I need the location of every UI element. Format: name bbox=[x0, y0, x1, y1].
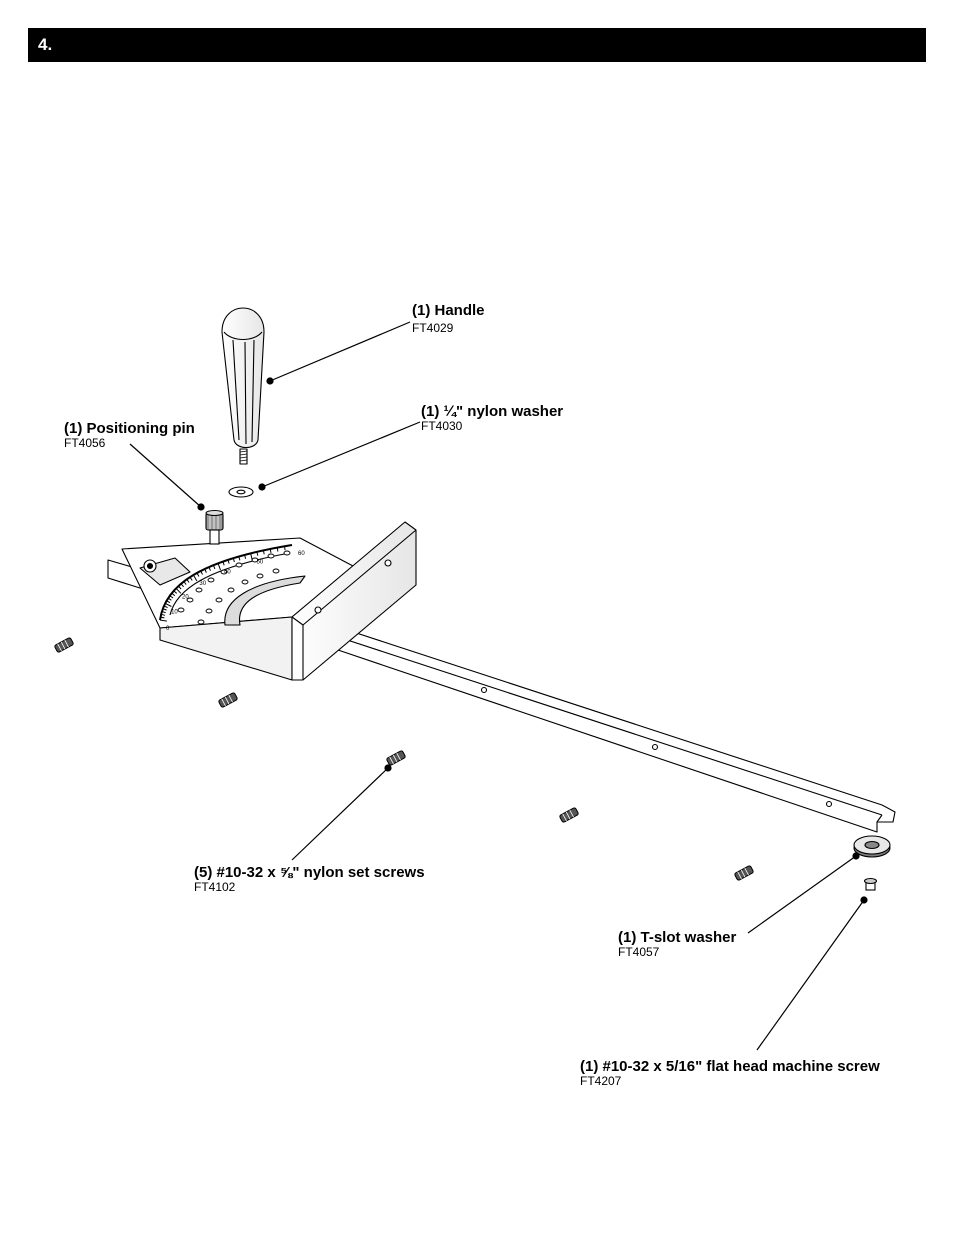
scale-tick bbox=[189, 576, 193, 581]
set-screw bbox=[218, 692, 238, 708]
scale-tick bbox=[160, 613, 166, 616]
positioning-pin-part-number: FT4056 bbox=[64, 436, 106, 451]
callout-tslot-washer: (1) T-slot washer FT4057 bbox=[618, 929, 736, 960]
set-screws-part-number: FT4102 bbox=[194, 880, 236, 895]
scale-tick bbox=[186, 579, 190, 583]
scale-tick bbox=[262, 550, 265, 555]
scale-tick bbox=[161, 611, 166, 614]
nylon-washer-label: (1) ¼" nylon washer bbox=[421, 403, 564, 420]
callout-machine-screw: (1) #10-32 x 5/16" flat head machine scr… bbox=[580, 1058, 880, 1089]
scale-tick bbox=[250, 553, 253, 561]
scale-label: 20 bbox=[182, 594, 189, 600]
miter-gauge-body bbox=[121, 521, 417, 681]
scale-tick bbox=[169, 595, 174, 599]
scale-tick bbox=[162, 608, 167, 611]
scale-tick bbox=[269, 548, 272, 554]
set-screws-label: (5) #10-32 x ⅝" nylon set screws bbox=[194, 864, 425, 881]
machine-screw-part-number: FT4207 bbox=[580, 1074, 622, 1089]
scale-tick bbox=[167, 597, 172, 601]
scale-label: 0 bbox=[166, 626, 170, 632]
scale-tick bbox=[175, 587, 182, 594]
scale-tick bbox=[208, 566, 211, 571]
set-screws-part bbox=[54, 637, 754, 881]
set-screw bbox=[386, 750, 406, 766]
positioning-pin-label: (1) Positioning pin bbox=[64, 420, 195, 437]
callout-positioning-pin: (1) Positioning pin FT4056 bbox=[64, 420, 195, 451]
scale-tick bbox=[217, 563, 221, 571]
set-screw bbox=[54, 637, 74, 653]
scale-tick bbox=[212, 565, 216, 570]
protractor-scale-labels: 0 10 20 30 40 50 60 bbox=[166, 551, 305, 632]
scale-tick bbox=[204, 568, 207, 573]
machine-screw-part bbox=[863, 877, 878, 891]
set-screw bbox=[559, 807, 579, 823]
tslot-washer-label: (1) T-slot washer bbox=[618, 929, 737, 946]
set-screw bbox=[734, 865, 754, 881]
callout-handle: (1) Handle FT4029 bbox=[412, 302, 485, 336]
tslot-washer-part bbox=[853, 835, 891, 858]
scale-label: 10 bbox=[171, 609, 178, 615]
scale-tick bbox=[244, 554, 247, 559]
step-header: 4. bbox=[28, 28, 926, 62]
scale-tick bbox=[227, 559, 230, 564]
scale-tick bbox=[173, 590, 178, 594]
handle-label: (1) Handle bbox=[412, 302, 485, 319]
scale-tick bbox=[159, 619, 167, 622]
positioning-pin-part bbox=[205, 509, 224, 545]
scale-tick bbox=[171, 592, 176, 597]
scale-label: 30 bbox=[199, 581, 206, 587]
handle-part-number: FT4029 bbox=[412, 321, 454, 336]
scale-tick bbox=[200, 570, 203, 575]
scale-tick bbox=[284, 546, 286, 551]
scale-label: 60 bbox=[298, 551, 305, 557]
scale-tick bbox=[196, 572, 200, 577]
scale-tick bbox=[178, 585, 182, 590]
scale-tick bbox=[232, 557, 235, 563]
scale-tick bbox=[166, 600, 171, 604]
scale-tick bbox=[256, 551, 259, 556]
scale-tick bbox=[164, 602, 172, 607]
scale-tick bbox=[192, 574, 198, 582]
nylon-washer-part bbox=[228, 486, 254, 498]
nylon-washer-part-number: FT4030 bbox=[421, 419, 463, 434]
machine-screw-label: (1) #10-32 x 5/16" flat head machine scr… bbox=[580, 1058, 880, 1075]
scale-tick bbox=[180, 583, 184, 588]
scale-tick bbox=[222, 561, 225, 566]
callout-nylon-washer: (1) ¼" nylon washer FT4030 bbox=[421, 403, 563, 434]
scale-tick bbox=[163, 605, 168, 609]
step-number: 4. bbox=[38, 35, 53, 54]
leader-lines bbox=[129, 321, 868, 1051]
scale-tick bbox=[160, 616, 165, 619]
scale-tick bbox=[183, 581, 187, 585]
scale-label: 40 bbox=[224, 569, 231, 575]
scale-label: 50 bbox=[257, 559, 264, 565]
callout-set-screws: (5) #10-32 x ⅝" nylon set screws FT4102 bbox=[194, 864, 425, 895]
scale-tick bbox=[276, 547, 279, 552]
scale-tick bbox=[238, 556, 241, 561]
tslot-washer-part-number: FT4057 bbox=[618, 945, 660, 960]
protractor-scale-ticks bbox=[159, 546, 286, 622]
handle-part bbox=[221, 307, 265, 465]
